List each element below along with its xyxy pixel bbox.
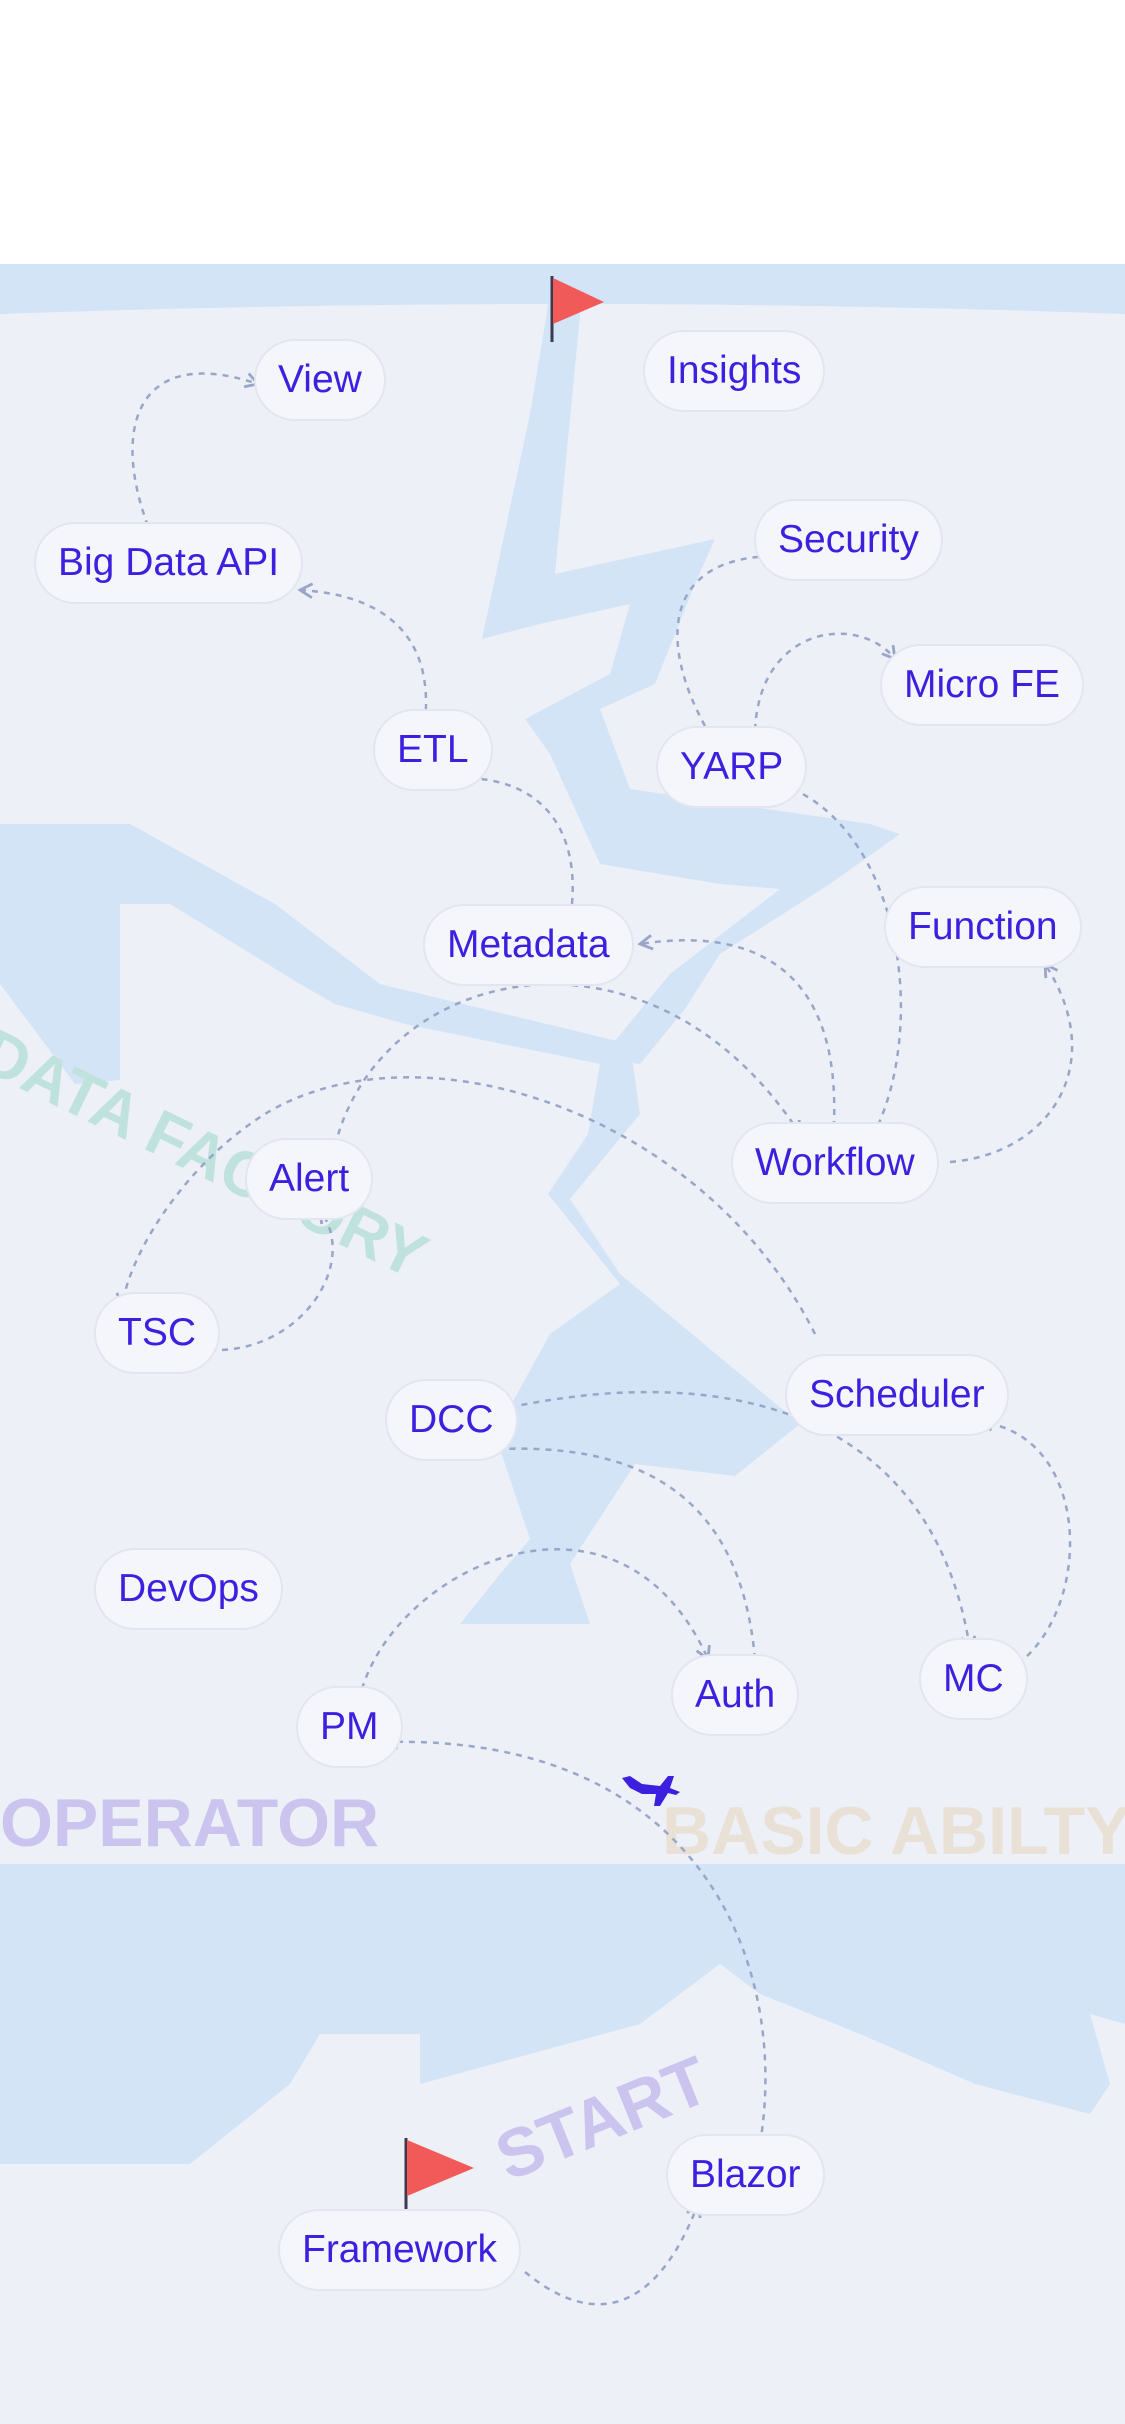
node-function[interactable]: Function — [884, 886, 1082, 968]
node-security[interactable]: Security — [754, 499, 943, 581]
node-metadata[interactable]: Metadata — [423, 904, 634, 986]
node-micro-fe[interactable]: Micro FE — [880, 644, 1084, 726]
node-scheduler[interactable]: Scheduler — [785, 1354, 1009, 1436]
airplane-icon — [622, 1776, 680, 1806]
node-view[interactable]: View — [254, 339, 386, 421]
node-tsc[interactable]: TSC — [94, 1292, 220, 1374]
node-workflow[interactable]: Workflow — [731, 1122, 939, 1204]
node-dcc[interactable]: DCC — [385, 1379, 518, 1461]
node-blazor[interactable]: Blazor — [666, 2134, 825, 2216]
node-framework[interactable]: Framework — [278, 2209, 522, 2291]
start-flag-icon — [404, 2138, 474, 2214]
node-pm[interactable]: PM — [296, 1686, 403, 1768]
node-yarp[interactable]: YARP — [656, 726, 808, 808]
node-devops[interactable]: DevOps — [94, 1548, 283, 1630]
node-etl[interactable]: ETL — [373, 709, 493, 791]
roadmap-canvas: DATA FACTORY OPERATOR BASIC ABILTY START — [0, 264, 1125, 2424]
node-mc[interactable]: MC — [919, 1638, 1028, 1720]
node-auth[interactable]: Auth — [671, 1654, 800, 1736]
goal-flag-icon — [550, 276, 604, 342]
zone-label-basic-ability: BASIC ABILTY — [662, 1793, 1125, 1869]
node-insights[interactable]: Insights — [643, 330, 826, 412]
zone-label-operator: OPERATOR — [0, 1785, 380, 1861]
node-big-data-api[interactable]: Big Data API — [34, 522, 304, 604]
node-alert[interactable]: Alert — [245, 1138, 374, 1220]
